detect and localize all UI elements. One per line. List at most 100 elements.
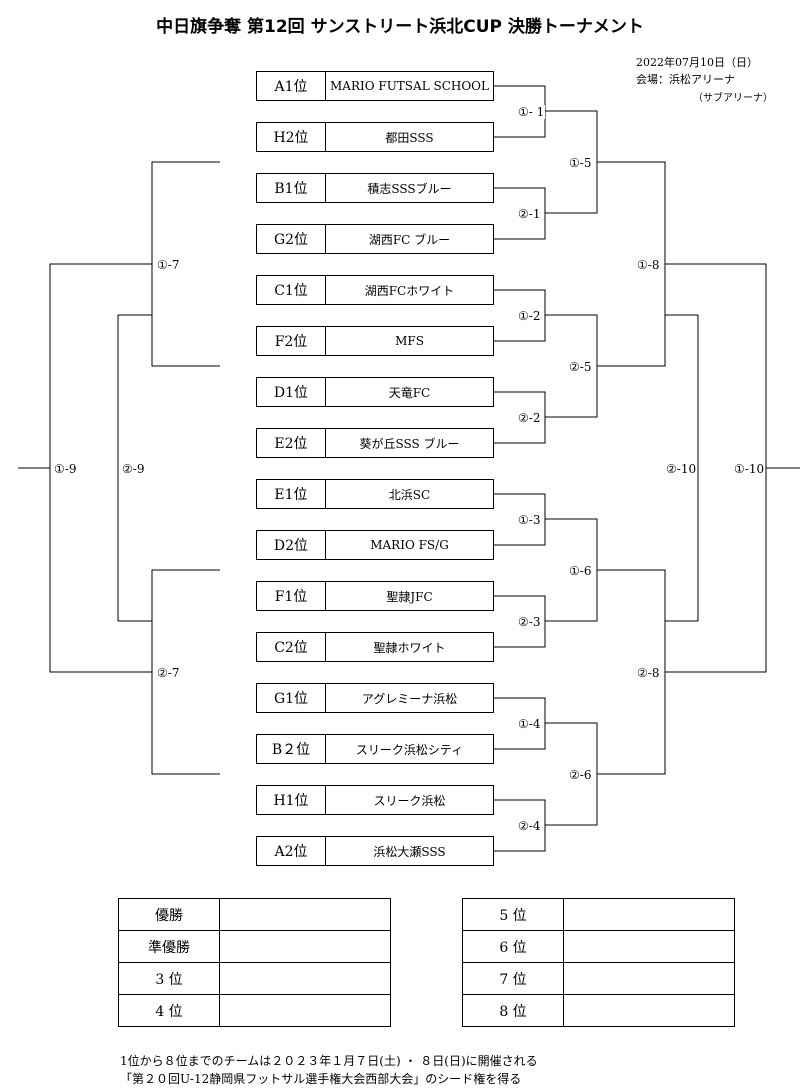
place-label: 準優勝 [118, 930, 220, 963]
team-rank: A2位 [257, 837, 326, 865]
team-rank: C2位 [257, 633, 326, 661]
match-label: ①-10 [733, 462, 766, 476]
team-name: MFS [395, 334, 424, 348]
place-label: 3 位 [118, 962, 220, 995]
team-rank: G2位 [257, 225, 326, 253]
team-name: 北浜SC [388, 487, 431, 502]
team-slot: E1位 北浜SC [256, 479, 494, 509]
match-label: ②-2 [517, 411, 542, 425]
match-label: ②-10 [665, 462, 698, 476]
match-label: ②-6 [568, 768, 593, 782]
team-slot: B２位 スリーク浜松シティ [256, 734, 494, 764]
place-label: 4 位 [118, 994, 220, 1027]
team-name: MARIO FS/G [370, 538, 449, 552]
footnote-line-1: 1位から８位までのチームは２０２３年１月７日(土) ・ ８日(日)に開催される [120, 1054, 538, 1068]
sub-venue: （サブアリーナ） [693, 93, 773, 104]
team-slot: C1位 湖西FCホワイト [256, 275, 494, 305]
team-rank: H1位 [257, 786, 326, 814]
team-slot: B1位 積志SSSブルー [256, 173, 494, 203]
team-slot: F2位 MFS [256, 326, 494, 356]
place-label: 7 位 [462, 962, 564, 995]
team-rank: A1位 [257, 72, 326, 100]
place-value [563, 898, 735, 931]
team-slot: A2位 浜松大瀬SSS [256, 836, 494, 866]
venue: 会場：浜松アリーナ [636, 73, 735, 86]
team-rank: F2位 [257, 327, 326, 355]
team-rank: G1位 [257, 684, 326, 712]
team-rank: E2位 [257, 429, 326, 457]
team-name: 天竜FC [388, 385, 431, 400]
match-label: ①-7 [156, 258, 181, 272]
footnote-line-2: 「第２０回U-12静岡県フットサル選手権大会西部大会」のシード権を得る [120, 1072, 522, 1086]
place-value [219, 994, 391, 1027]
match-label: ①-4 [517, 717, 542, 731]
event-date: 2022年07月10日（日） [636, 56, 758, 69]
match-label: ②-9 [121, 462, 146, 476]
team-slot: G2位 湖西FC ブルー [256, 224, 494, 254]
team-name: 浜松大瀬SSS [373, 844, 446, 859]
team-rank: B1位 [257, 174, 326, 202]
place-value [219, 930, 391, 963]
place-label: 8 位 [462, 994, 564, 1027]
match-label: ①-9 [53, 462, 78, 476]
team-name: アグレミーナ浜松 [361, 691, 458, 706]
table-row: 優勝 [118, 898, 391, 931]
table-row: 4 位 [118, 994, 391, 1027]
match-label: ②-1 [517, 207, 542, 221]
match-label: ①-6 [568, 564, 593, 578]
team-slot: H1位 スリーク浜松 [256, 785, 494, 815]
team-slot: E2位 葵が丘SSS ブルー [256, 428, 494, 458]
match-label: ②-3 [517, 615, 542, 629]
place-value [563, 994, 735, 1027]
place-value [563, 930, 735, 963]
match-label: ①-3 [517, 513, 542, 527]
team-slot: D1位 天竜FC [256, 377, 494, 407]
table-row: 準優勝 [118, 930, 391, 963]
table-row: 5 位 [462, 898, 735, 931]
table-row: 8 位 [462, 994, 735, 1027]
team-rank: D1位 [257, 378, 326, 406]
place-value [219, 898, 391, 931]
table-row: 7 位 [462, 962, 735, 995]
team-slot: F1位 聖隷JFC [256, 581, 494, 611]
team-name: MARIO FUTSAL SCHOOL [329, 79, 489, 93]
team-name: スリーク浜松シティ [355, 742, 464, 757]
team-name: 湖西FCホワイト [364, 283, 455, 298]
team-rank: F1位 [257, 582, 326, 610]
place-label: 6 位 [462, 930, 564, 963]
match-label: ②-8 [636, 666, 661, 680]
table-row: 3 位 [118, 962, 391, 995]
team-slot: G1位 アグレミーナ浜松 [256, 683, 494, 713]
team-name: 葵が丘SSS ブルー [359, 436, 460, 451]
team-rank: B２位 [257, 735, 326, 763]
match-label: ②-7 [156, 666, 181, 680]
team-rank: H2位 [257, 123, 326, 151]
team-slot: D2位 MARIO FS/G [256, 530, 494, 560]
team-name: 聖隷JFC [386, 589, 433, 604]
team-name: 積志SSSブルー [367, 181, 452, 196]
match-label: ①- 1 [517, 105, 546, 119]
match-label: ②-5 [568, 360, 593, 374]
team-rank: D2位 [257, 531, 326, 559]
match-label: ①-2 [517, 309, 542, 323]
results-table-top4: 優勝 準優勝 3 位 4 位 [118, 898, 391, 1027]
place-value [219, 962, 391, 995]
match-label: ①-8 [636, 258, 661, 272]
results-table-5to8: 5 位 6 位 7 位 8 位 [462, 898, 735, 1027]
team-slot: C2位 聖隷ホワイト [256, 632, 494, 662]
place-label: 5 位 [462, 898, 564, 931]
match-label: ②-4 [517, 819, 542, 833]
place-label: 優勝 [118, 898, 220, 931]
team-name: 湖西FC ブルー [368, 232, 451, 247]
team-rank: E1位 [257, 480, 326, 508]
team-slot: H2位 都田SSS [256, 122, 494, 152]
page-title: 中日旗争奪 第12回 サンストリート浜北CUP 決勝トーナメント [156, 17, 644, 37]
match-label: ①-5 [568, 156, 593, 170]
team-name: スリーク浜松 [373, 793, 446, 808]
team-rank: C1位 [257, 276, 326, 304]
place-value [563, 962, 735, 995]
team-name: 都田SSS [385, 130, 434, 145]
team-name: 聖隷ホワイト [373, 640, 446, 655]
table-row: 6 位 [462, 930, 735, 963]
